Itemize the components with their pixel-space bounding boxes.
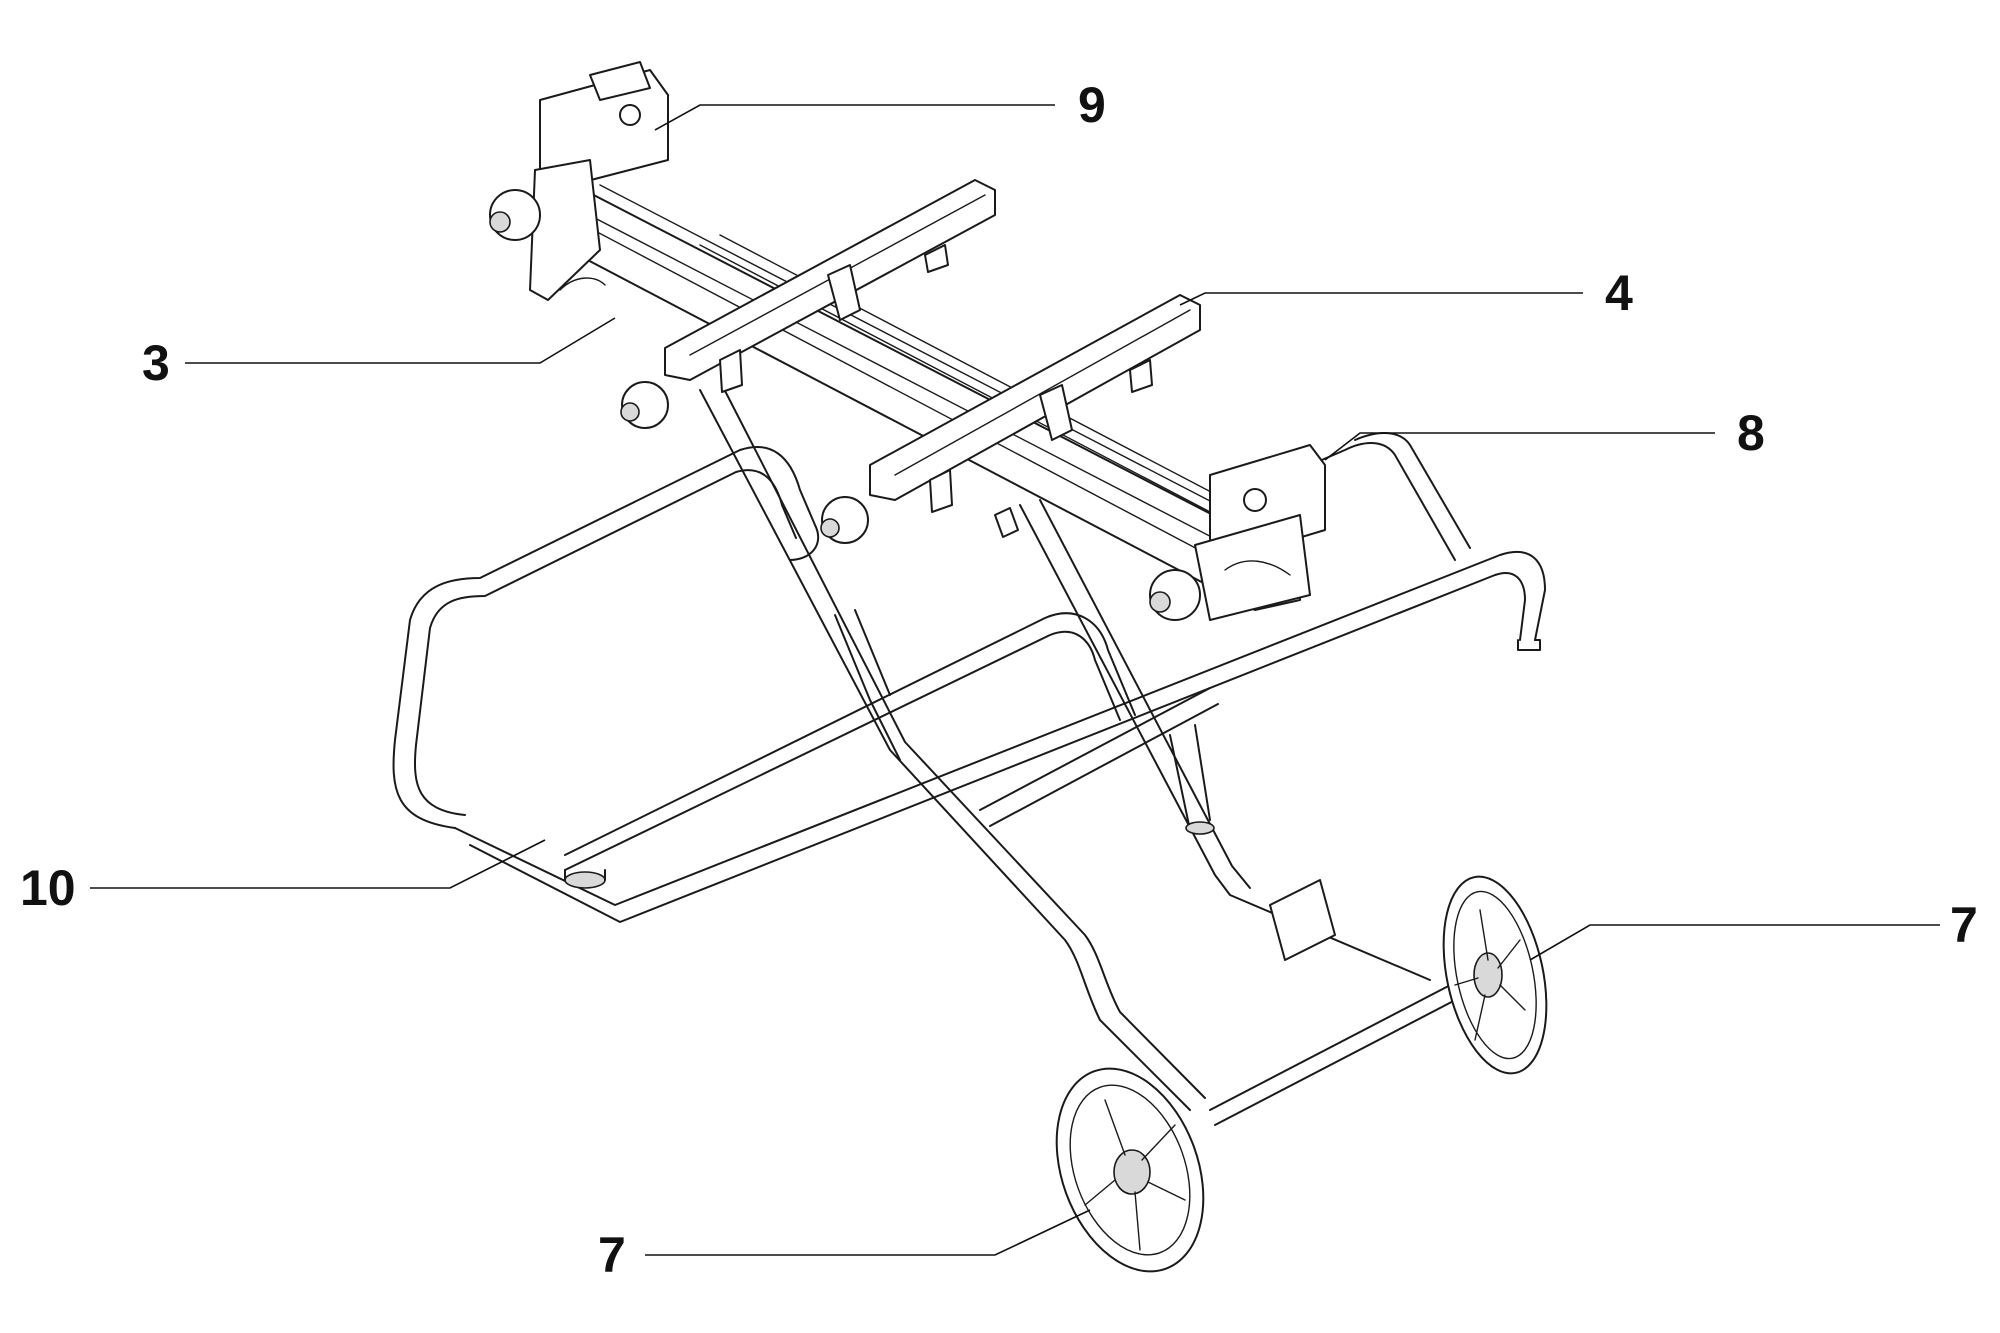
leg-frame — [699, 384, 1466, 1126]
callout-7-right: 7 — [1950, 897, 1978, 953]
callout-10: 10 — [20, 860, 76, 916]
callout-labels: 9 4 3 8 10 7 7 — [20, 77, 1978, 1283]
wheel-front — [1055, 1067, 1205, 1273]
callout-7-bottom: 7 — [598, 1227, 626, 1283]
callout-4: 4 — [1605, 265, 1633, 321]
callout-3: 3 — [142, 335, 170, 391]
callout-9: 9 — [1078, 77, 1106, 133]
leader-lines — [90, 104, 1940, 1256]
base-frame — [392, 432, 1546, 923]
cross-arm-rear — [620, 179, 996, 429]
cross-arm-front — [820, 294, 1201, 544]
front-support-arm — [1149, 444, 1326, 621]
wheel-rear — [1442, 875, 1548, 1075]
rear-support-arm — [489, 61, 669, 301]
callout-8: 8 — [1737, 405, 1765, 461]
